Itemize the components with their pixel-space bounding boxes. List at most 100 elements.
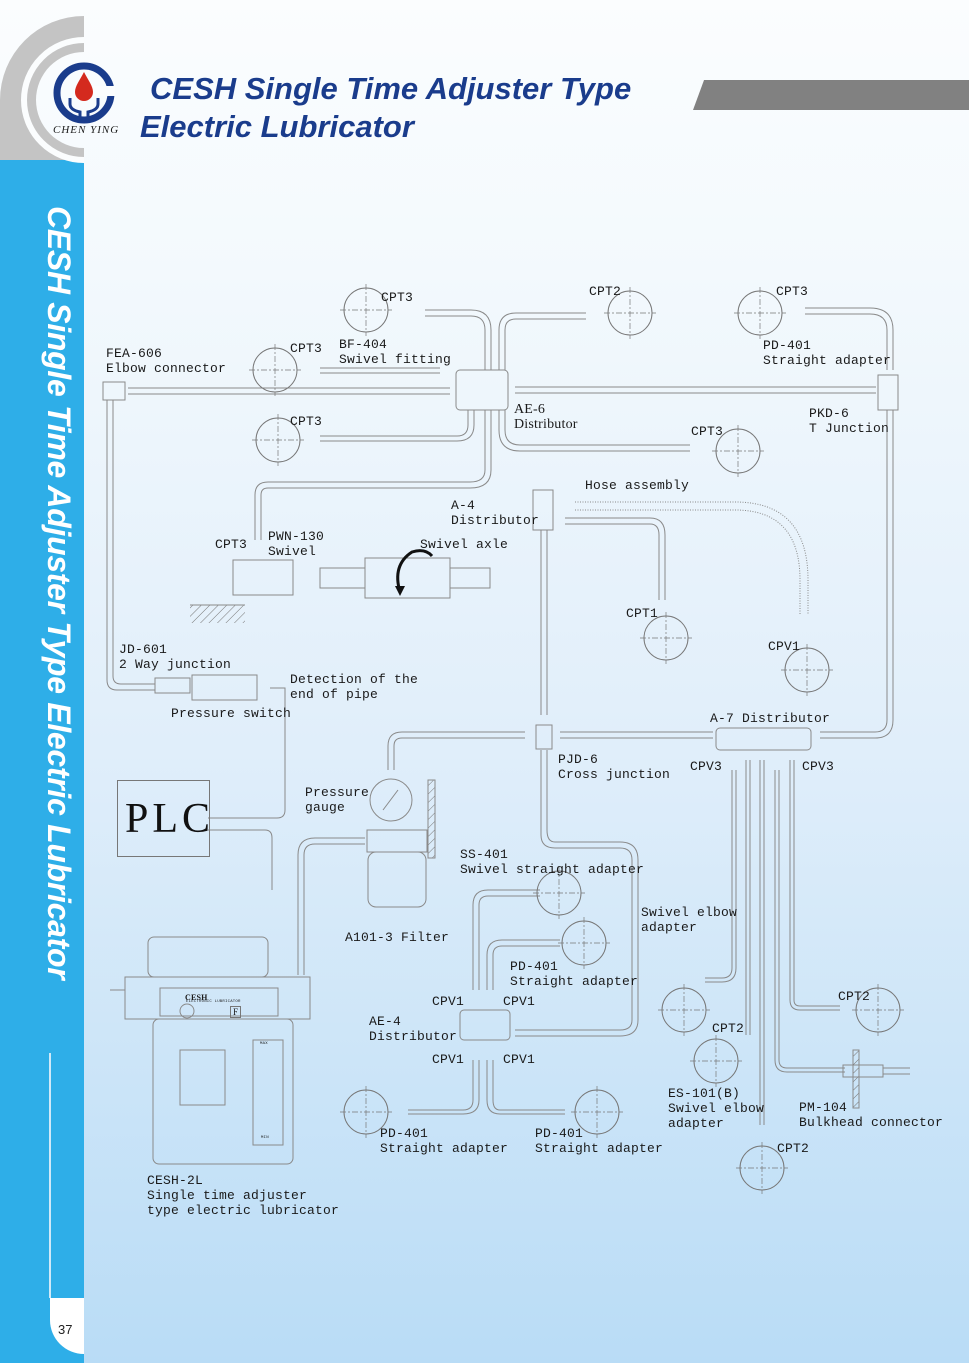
distributor-a7 xyxy=(715,727,812,751)
swivel-axle-end xyxy=(449,567,491,589)
label-cpt2-top: CPT2 xyxy=(589,284,622,299)
label-cpv1-hose: CPV1 xyxy=(768,639,801,654)
swivel-axle-left xyxy=(319,567,366,589)
pipe-ae4-tl xyxy=(472,889,540,990)
label-pd401-top: PD-401 Straight adapter xyxy=(763,338,892,368)
pipe-pjd6-to-gauge xyxy=(387,731,525,770)
label-cesh2l: CESH-2L Single time adjuster type electr… xyxy=(147,1173,340,1218)
pipe-pjd6-to-a7 xyxy=(560,731,713,739)
label-jd601: JD-601 2 Way junction xyxy=(119,642,232,672)
label-a7: A-7 Distributor xyxy=(710,711,831,726)
plc-box xyxy=(117,780,210,857)
logo-drop-icon xyxy=(75,72,93,101)
pipe-pkd6-down xyxy=(820,410,894,739)
label-swivel-axle: Swivel axle xyxy=(420,537,509,552)
pipe-a4-to-cpt1 xyxy=(565,517,666,600)
filter-head xyxy=(366,829,428,853)
lubricator-f-button: F xyxy=(230,1006,242,1018)
label-cpv1-tr: CPV1 xyxy=(503,994,536,1009)
hose-assembly xyxy=(575,501,809,615)
brand-name: CHEN YING xyxy=(53,124,120,136)
filter-bowl xyxy=(367,851,427,908)
lubricator-cap xyxy=(147,936,269,978)
pipe-ae4-tr xyxy=(486,939,560,990)
label-pd401-bl: PD-401 Straight adapter xyxy=(380,1126,509,1156)
label-pressure-switch: Pressure switch xyxy=(171,706,292,721)
logo-outer-arc xyxy=(0,16,84,160)
label-ae4: AE-4 Distributor xyxy=(369,1014,458,1044)
t-junction-pkd6 xyxy=(877,374,899,411)
pipe-ae6-to-cpt3-mid xyxy=(320,410,475,442)
label-pm104: PM-104 Bulkhead connector xyxy=(799,1100,944,1130)
elbow-fea606 xyxy=(102,381,126,401)
lubricator-subtitle: ELECTRONIC LUBRICATOR xyxy=(186,1000,241,1004)
label-swivel-elbow: Swivel elbow adapter xyxy=(641,905,738,935)
bulkhead-plate xyxy=(852,1049,860,1109)
title-accent-bar xyxy=(693,80,969,110)
label-cpv1-tl: CPV1 xyxy=(432,994,465,1009)
junction-jd601 xyxy=(154,677,191,694)
pipe-pkd6-up xyxy=(805,307,894,370)
gauge-cpt2-mid xyxy=(689,1034,743,1088)
sidebar: CESH Single Time Adjuster Type Electric … xyxy=(0,0,84,1363)
rotation-arrow-icon xyxy=(396,549,434,593)
distributor-ae6 xyxy=(455,369,509,411)
pipe-ae6-to-pwn130 xyxy=(254,410,492,540)
label-cpt2-mid: CPT2 xyxy=(712,1021,745,1036)
label-cpt3-left: CPT3 xyxy=(290,341,323,356)
page-title-line-2: Electric Lubricator xyxy=(140,109,414,144)
logo-ring-cut xyxy=(93,86,115,96)
pipe-a4-down xyxy=(540,530,548,715)
wire-detection-plc xyxy=(208,687,286,819)
sidebar-band xyxy=(0,160,84,1363)
plc-label: PLC xyxy=(125,796,215,842)
level-max: MAX xyxy=(260,1042,268,1046)
label-cpv3-right: CPV3 xyxy=(802,759,835,774)
label-pd401-mid: PD-401 Straight adapter xyxy=(510,959,639,989)
lubricator-panel xyxy=(159,987,279,1017)
page-number: 37 xyxy=(58,1322,73,1337)
wall-bracket xyxy=(427,779,436,859)
label-cpv1-br: CPV1 xyxy=(503,1052,536,1067)
lubricator-level xyxy=(252,1039,284,1146)
label-cpt3-mid: CPT3 xyxy=(290,414,323,429)
pipe-fea606-to-ae6 xyxy=(128,387,450,395)
sidebar-divider xyxy=(49,1053,51,1298)
pressure-gauge xyxy=(369,778,413,822)
label-a101-filter: A101-3 Filter xyxy=(345,930,450,945)
gauge-es-left xyxy=(657,983,711,1037)
logo-arc-gap xyxy=(21,37,85,163)
pipe-fea606-down xyxy=(106,400,155,691)
pipe-ae6-to-cpt2 xyxy=(498,312,586,370)
pipe-ae4-br xyxy=(486,1060,565,1115)
swivel-axle xyxy=(364,557,451,599)
label-hose-assembly: Hose assembly xyxy=(585,478,690,493)
pipe-a7-1 xyxy=(705,770,737,983)
label-cpt3-top: CPT3 xyxy=(381,290,414,305)
pipe-a7-4 xyxy=(774,770,845,1073)
label-fea606: FEA-606 Elbow connector xyxy=(106,346,227,376)
pipe-ae4-bl xyxy=(408,1060,480,1115)
pipe-a7-2 xyxy=(745,760,751,1035)
label-pd401-br: PD-401 Straight adapter xyxy=(535,1126,664,1156)
lubricator-head xyxy=(124,976,311,1020)
label-pkd6: PKD-6 T Junction xyxy=(809,406,890,436)
lubricator-dial xyxy=(179,1003,195,1019)
label-a4: A-4 Distributor xyxy=(451,498,540,528)
pipe-ae6-to-cpt3-rmid xyxy=(498,410,690,452)
label-cpt3-topright: CPT3 xyxy=(776,284,809,299)
pipe-a7-3 xyxy=(759,760,765,1125)
ground-hatch xyxy=(190,605,245,623)
distributor-ae4 xyxy=(459,1009,511,1041)
pipe-ae6-to-pkd6 xyxy=(515,386,876,394)
label-pjd6: PJD-6 Cross junction xyxy=(558,752,671,782)
pipe-filter-to-lubricator xyxy=(297,837,365,975)
pressure-switch xyxy=(191,674,258,701)
pipe-ae6-to-cpt3-left xyxy=(320,367,440,374)
pipe-pjd6-down xyxy=(515,750,639,1037)
level-min: MIN xyxy=(261,1136,269,1140)
label-cpv3-left: CPV3 xyxy=(690,759,723,774)
label-cpt1: CPT1 xyxy=(626,606,659,621)
label-pressure-gauge: Pressure gauge xyxy=(305,785,370,815)
